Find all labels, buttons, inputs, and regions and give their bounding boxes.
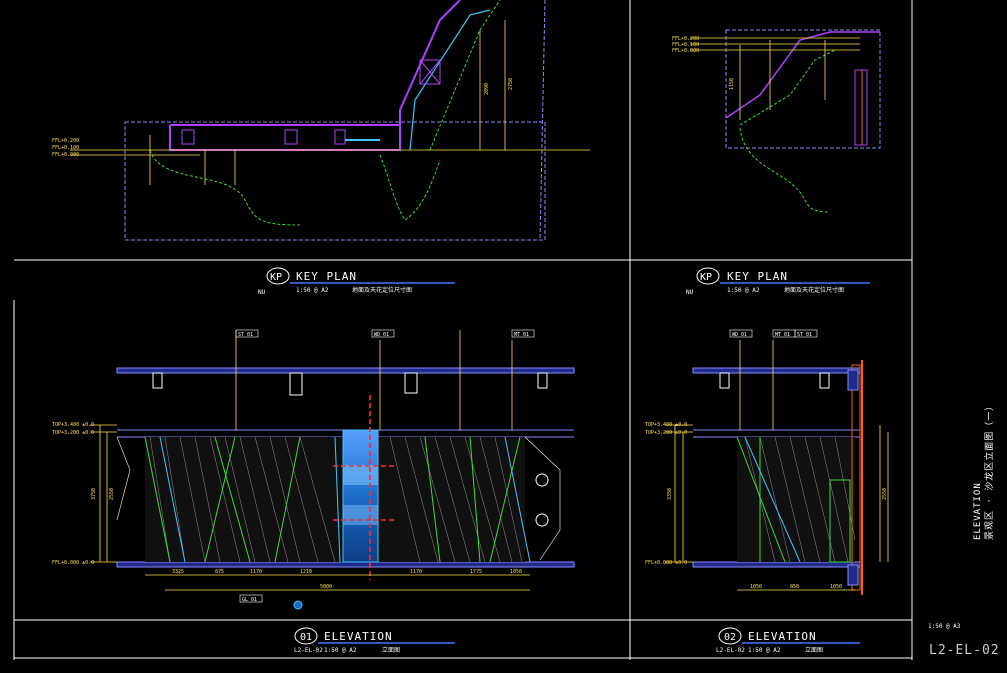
view-ref: NU [686, 289, 694, 296]
elevation-dimension: 1210 [300, 569, 312, 575]
elevation-level-label: FFL+0.000 ±0.0 [645, 560, 687, 566]
key-plan-left: FFL+0.200 FFL+0.100 FFL+0.000 2090 2750 [52, 0, 590, 241]
material-tag: WD 01 [374, 332, 389, 338]
sheet-side-title-en: ELEVATION [973, 482, 983, 540]
glass-panel [342, 429, 379, 563]
elevation-02: TOP+3.400 ±0.0 TOP+3.200 ±0.0 FFL+0.000 … [645, 329, 889, 595]
material-tag: ST 01 [797, 332, 812, 338]
plan-level-label: FFL+0.200 [672, 36, 699, 42]
elevation-level-label: TOP+3.400 ±0.0 [52, 422, 94, 428]
elevation-dimension: 875 [215, 569, 224, 575]
elevation-level-label: FFL+0.000 ±0.0 [52, 560, 94, 566]
view-scale: 1:50 @ A2 [748, 647, 781, 654]
elevation-level-label: TOP+3.400 ±0.0 [645, 422, 687, 428]
view-scale: 1:50 @ A2 [727, 287, 760, 294]
view-title-el-02: 02 ELEVATION 1:50 @ A2 立面图 L2-EL-02 [716, 627, 860, 654]
plan-level-label: FFL+0.100 [52, 145, 79, 151]
plan-dimension: 1150 [729, 78, 735, 90]
view-title: KEY PLAN [296, 270, 357, 283]
material-tag: ST 01 [238, 332, 253, 338]
view-number: KP [700, 272, 712, 283]
view-number: 02 [724, 632, 736, 643]
elevation-dimension: 3750 [91, 488, 97, 500]
plan-level-label: FFL+0.000 [672, 48, 699, 54]
elevation-dimension: 2550 [109, 488, 115, 500]
wall-hatch [149, 436, 523, 563]
material-tag: GL 01 [242, 597, 257, 603]
elevation-01: TOP+3.400 ±0.0 TOP+3.200 ±0.0 FFL+0.000 … [52, 329, 575, 610]
view-subtitle: 地面及天花定位尺寸图 [784, 286, 844, 294]
material-tag: MT 01 [514, 332, 529, 338]
elevation-dimension: 5000 [320, 584, 332, 590]
view-title: KEY PLAN [727, 270, 788, 283]
elevation-level-label: TOP+3.200 ±0.0 [645, 430, 687, 436]
plan-dimension: 2090 [484, 83, 490, 95]
view-scale: 1:50 @ A2 [324, 647, 357, 654]
material-tag: MT 01 [775, 332, 790, 338]
view-subtitle: 立面图 [805, 646, 823, 654]
view-subtitle: 立面图 [382, 646, 400, 654]
view-ref: L2-EL-02 [294, 647, 323, 654]
view-number: KP [270, 272, 282, 283]
plan-level-label: FFL+0.100 [672, 42, 699, 48]
view-title-kp-left: KP KEY PLAN 1:50 @ A2 地面及天花定位尺寸图 NU [258, 267, 455, 296]
key-plan-right: FFL+0.200 FFL+0.100 FFL+0.000 1150 [672, 29, 881, 213]
elevation-dimension: 1050 [750, 584, 762, 590]
plan-level-label: FFL+0.000 [52, 152, 79, 158]
sheet-frame [13, 0, 913, 660]
plan-dimension: 2750 [508, 78, 514, 90]
material-tag: WD 01 [732, 332, 747, 338]
elevation-dimension: 1050 [830, 584, 842, 590]
elevation-dimension: 3350 [667, 488, 673, 500]
view-number: 01 [300, 632, 312, 643]
view-title-kp-right: KP KEY PLAN 1:50 @ A2 地面及天花定位尺寸图 NU [686, 267, 870, 296]
view-subtitle: 地面及天花定位尺寸图 [352, 286, 412, 294]
view-title-el-01: 01 ELEVATION 1:50 @ A2 立面图 L2-EL-02 [294, 627, 455, 654]
elevation-dimension: 1775 [470, 569, 482, 575]
elevation-level-label: TOP+3.200 ±0.0 [52, 430, 94, 436]
plan-level-label: FFL+0.200 [52, 138, 79, 144]
elevation-dimension: 3325 [172, 569, 184, 575]
elevation-dimension: 1170 [410, 569, 422, 575]
view-scale: 1:50 @ A2 [296, 287, 329, 294]
sheet-side-title-cn: 景观区 · 沙龙区立面图（一） [983, 401, 995, 540]
elevation-dimension: 1170 [250, 569, 262, 575]
elevation-dimension: 2550 [882, 488, 888, 500]
sheet-number: L2-EL-02 [929, 643, 1000, 658]
elevation-dimension: 850 [790, 584, 799, 590]
elevation-dimension: 1050 [510, 569, 522, 575]
view-ref: NU [258, 289, 266, 296]
sheet-scale-note: 1:50 @ A3 [928, 623, 961, 630]
view-ref: L2-EL-02 [716, 647, 745, 654]
view-title: ELEVATION [324, 630, 393, 643]
view-title: ELEVATION [748, 630, 817, 643]
